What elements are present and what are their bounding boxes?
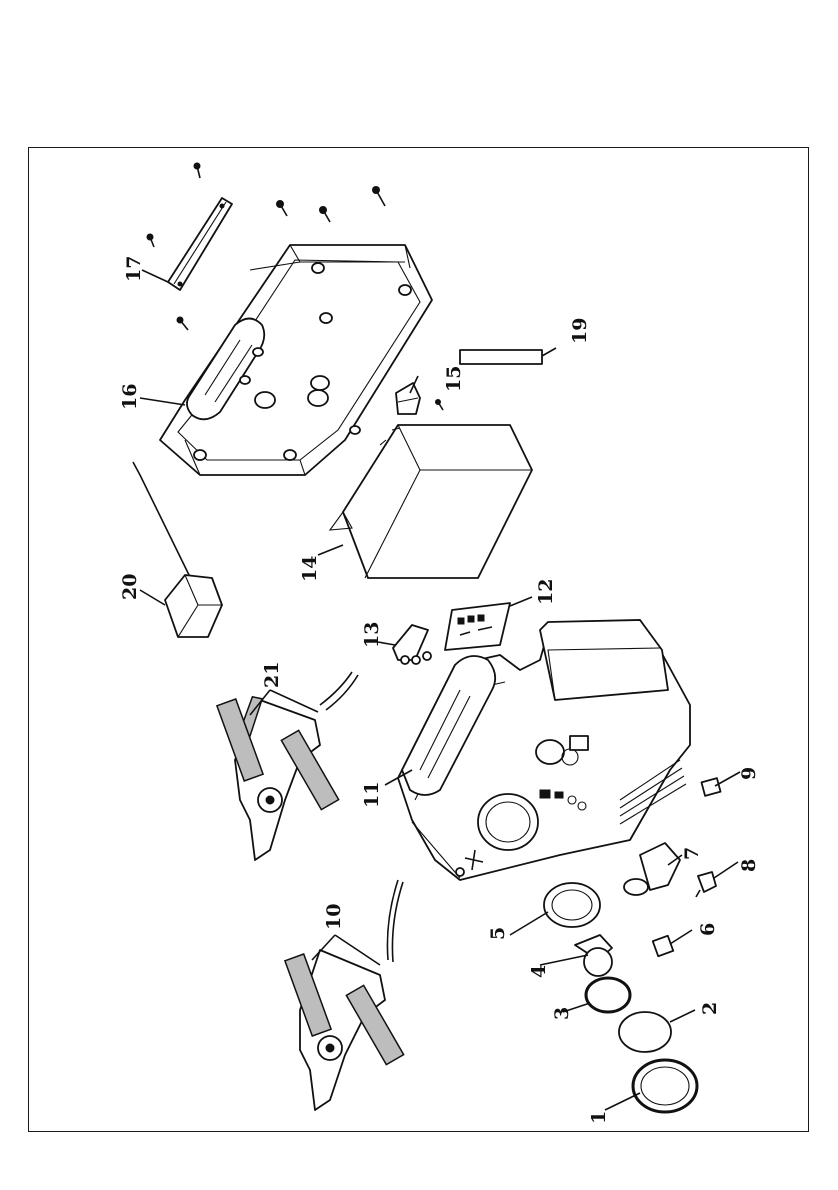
label-7: 7 (681, 847, 703, 860)
label-19: 19 (569, 318, 591, 344)
label-1: 1 (588, 1111, 610, 1124)
label-12: 12 (535, 579, 557, 605)
part-19-plate (460, 350, 542, 364)
part-11-front-housing (398, 620, 690, 880)
label-6: 6 (697, 923, 719, 936)
part-1-bezel (633, 1060, 697, 1112)
label-17: 17 (123, 256, 145, 282)
label-14: 14 (299, 556, 321, 582)
part-4-knob (575, 935, 612, 976)
part-8-bulb (696, 872, 716, 897)
part-17-bracket (168, 198, 232, 290)
part-9-switch (701, 778, 720, 796)
label-21: 21 (261, 662, 283, 688)
label-5: 5 (487, 927, 509, 940)
label-9: 9 (738, 767, 760, 780)
part-21-clamp (217, 672, 358, 860)
label-16: 16 (119, 384, 141, 410)
label-8: 8 (738, 859, 760, 872)
label-2: 2 (699, 1002, 721, 1015)
label-4: 4 (528, 965, 550, 978)
part-12-pcb (445, 603, 510, 650)
label-3: 3 (551, 1007, 573, 1020)
part-13-terminal (393, 625, 431, 664)
part-3-oring (586, 978, 630, 1012)
part-15-block (396, 383, 420, 414)
part-5-ring (544, 883, 600, 927)
label-10: 10 (323, 904, 345, 930)
label-11: 11 (361, 782, 383, 808)
part-14-battery (330, 425, 532, 578)
part-20-transformer (133, 462, 222, 637)
part-7-socket (624, 843, 680, 895)
label-15: 15 (443, 366, 465, 392)
part-2-lens (619, 1012, 671, 1052)
label-20: 20 (119, 574, 141, 600)
part-6-switch (653, 936, 674, 957)
label-13: 13 (361, 622, 383, 648)
